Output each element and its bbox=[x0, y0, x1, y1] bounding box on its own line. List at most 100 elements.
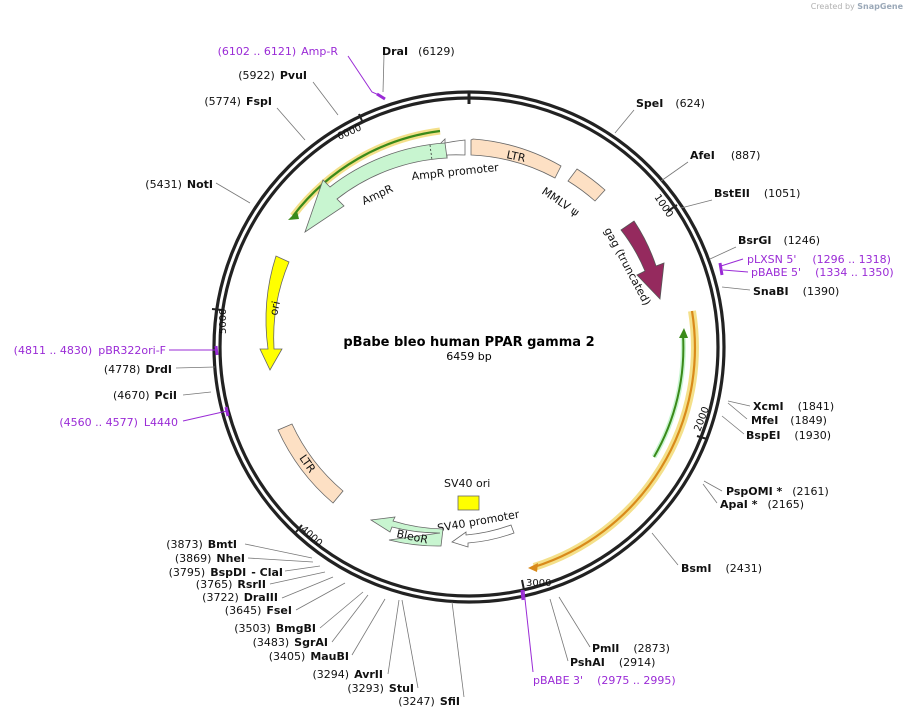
plasmid-length: 6459 bp bbox=[446, 350, 491, 363]
site-name[interactable]: NotI bbox=[187, 178, 213, 191]
tick-2000 bbox=[696, 435, 708, 440]
site-name[interactable]: SgrAI bbox=[294, 636, 328, 649]
leader-fsei bbox=[295, 582, 346, 611]
svg-text:(3293)StuI: (3293) StuI bbox=[347, 682, 414, 695]
site-name[interactable]: BsmI bbox=[681, 562, 712, 575]
svg-text:(4811 .. 4830)pBR322ori-F: (4811 .. 4830) pBR322ori-F bbox=[14, 344, 166, 357]
primer-name[interactable]: pBABE 3' bbox=[533, 674, 583, 687]
leader-nhei bbox=[247, 557, 314, 563]
leader-bsrgi bbox=[709, 246, 737, 260]
site-name[interactable]: SpeI bbox=[636, 97, 663, 110]
svg-text:PshAI(2914): PshAI(2914) bbox=[570, 656, 655, 669]
site-pos: (5922) bbox=[238, 69, 275, 82]
orf-left bbox=[292, 129, 441, 217]
site-name[interactable]: BspDI bbox=[210, 566, 246, 579]
site-leader-lines bbox=[175, 54, 751, 698]
site-pos: (3483) bbox=[253, 636, 290, 649]
primer-name[interactable]: pLXSN 5' bbox=[747, 253, 796, 266]
site-name[interactable]: AvrII bbox=[354, 668, 383, 681]
site-name[interactable]: StuI bbox=[389, 682, 414, 695]
site-pos: (3247) bbox=[398, 695, 435, 708]
svg-text:(3722)DraIII: (3722)DraIII bbox=[202, 591, 278, 604]
site-name[interactable]: - ClaI bbox=[251, 566, 283, 579]
orf-left-arrowhead bbox=[288, 211, 299, 220]
leader-pcii bbox=[182, 391, 212, 396]
leader-drai bbox=[382, 54, 385, 93]
svg-text:(3795)BspDI- ClaI: (3795)BspDI- ClaI bbox=[169, 566, 283, 579]
site-pos: (2165) bbox=[768, 498, 805, 511]
site-name[interactable]: BmgBI bbox=[276, 622, 316, 635]
leader-noti bbox=[215, 182, 251, 204]
primer-leaders bbox=[169, 55, 749, 673]
site-name[interactable]: MfeI bbox=[751, 414, 778, 427]
primer-leader-pbabe3 bbox=[523, 589, 534, 673]
feature-mmlv-psi[interactable] bbox=[567, 168, 606, 202]
primer-range: (4811 .. 4830) bbox=[14, 344, 93, 357]
site-name[interactable]: ApaI * bbox=[720, 498, 758, 511]
site-name[interactable]: SfiI bbox=[440, 695, 460, 708]
svg-text:(3503)BmgBI: (3503) BmgBI bbox=[234, 622, 316, 635]
site-pos: (2431) bbox=[726, 562, 763, 575]
site-pos: (624) bbox=[675, 97, 705, 110]
site-name[interactable]: DraIII bbox=[244, 591, 278, 604]
feature-sv40-ori[interactable] bbox=[457, 495, 480, 511]
site-pos: (1849) bbox=[790, 414, 827, 427]
leader-snabi bbox=[721, 286, 751, 291]
primer-mark-pbabe3 bbox=[520, 589, 525, 601]
leader-rsrii bbox=[269, 571, 326, 585]
svg-text:PmlI(2873): PmlI(2873) bbox=[592, 642, 670, 655]
site-labels-right: DraI(6129) SpeI(624) AfeI(887) BstEII(10… bbox=[382, 45, 839, 669]
site-name[interactable]: PmlI bbox=[592, 642, 619, 655]
site-name[interactable]: MauBI bbox=[310, 650, 349, 663]
site-name[interactable]: PvuI bbox=[280, 69, 307, 82]
site-name[interactable]: RsrII bbox=[237, 578, 266, 591]
site-name[interactable]: PciI bbox=[155, 389, 177, 402]
primer-name[interactable]: pBR322ori-F bbox=[98, 344, 166, 357]
site-pos: (2161) bbox=[792, 485, 829, 498]
feature-ori[interactable] bbox=[259, 255, 290, 371]
site-name[interactable]: NheI bbox=[216, 552, 245, 565]
leader-mfei bbox=[727, 402, 748, 420]
feature-ampr[interactable] bbox=[304, 142, 448, 233]
svg-text:(3247)SfiI: (3247) SfiI bbox=[398, 695, 460, 708]
site-name[interactable]: FspI bbox=[246, 95, 272, 108]
site-name[interactable]: BsrGI bbox=[738, 234, 771, 247]
site-pos: (3645) bbox=[225, 604, 262, 617]
leader-stui bbox=[401, 599, 419, 689]
leader-maubi bbox=[351, 598, 386, 656]
site-name[interactable]: PshAI bbox=[570, 656, 605, 669]
site-pos: (3405) bbox=[269, 650, 306, 663]
site-name[interactable]: BmtI bbox=[208, 538, 237, 551]
site-name[interactable]: AfeI bbox=[690, 149, 715, 162]
primer-name[interactable]: pBABE 5' bbox=[751, 266, 801, 279]
site-name[interactable]: BspEI bbox=[746, 429, 780, 442]
orf-right-arrowhead bbox=[528, 563, 538, 572]
feature-gag-truncated[interactable] bbox=[620, 220, 665, 300]
primer-mark-l4440 bbox=[224, 406, 230, 417]
primer-name[interactable]: Amp-R bbox=[301, 45, 338, 58]
feature-sv40-promoter[interactable] bbox=[451, 524, 515, 548]
primer-name[interactable]: L4440 bbox=[144, 416, 178, 429]
feature-bleor[interactable] bbox=[369, 516, 444, 547]
svg-text:pLXSN 5'(1296 .. 1318): pLXSN 5'(1296 .. 1318) bbox=[747, 253, 891, 266]
feature-ltr-top[interactable] bbox=[470, 138, 562, 179]
site-name[interactable]: FseI bbox=[266, 604, 292, 617]
leader-pvui bbox=[312, 81, 339, 116]
tick-4000 bbox=[295, 524, 303, 533]
site-name[interactable]: PspOMI * bbox=[726, 485, 783, 498]
site-pos: (3503) bbox=[234, 622, 271, 635]
feature-ltr-bottom[interactable] bbox=[277, 423, 344, 504]
leader-pspomi bbox=[703, 480, 723, 492]
svg-text:(3405)MauBI: (3405) MauBI bbox=[269, 650, 349, 663]
site-name[interactable]: SnaBI bbox=[753, 285, 789, 298]
leader-afei bbox=[660, 161, 689, 182]
primer-leader-plxsn bbox=[720, 258, 744, 267]
svg-text:(3483)SgrAI: (3483) SgrAI bbox=[253, 636, 328, 649]
site-name[interactable]: BstEII bbox=[714, 187, 750, 200]
site-name[interactable]: DraI bbox=[382, 45, 408, 58]
svg-text:(5922)PvuI: (5922) PvuI bbox=[238, 69, 307, 82]
site-name[interactable]: XcmI bbox=[753, 400, 784, 413]
primer-range: (4560 .. 4577) bbox=[59, 416, 138, 429]
site-pos: (3293) bbox=[347, 682, 384, 695]
site-name[interactable]: DrdI bbox=[145, 363, 172, 376]
